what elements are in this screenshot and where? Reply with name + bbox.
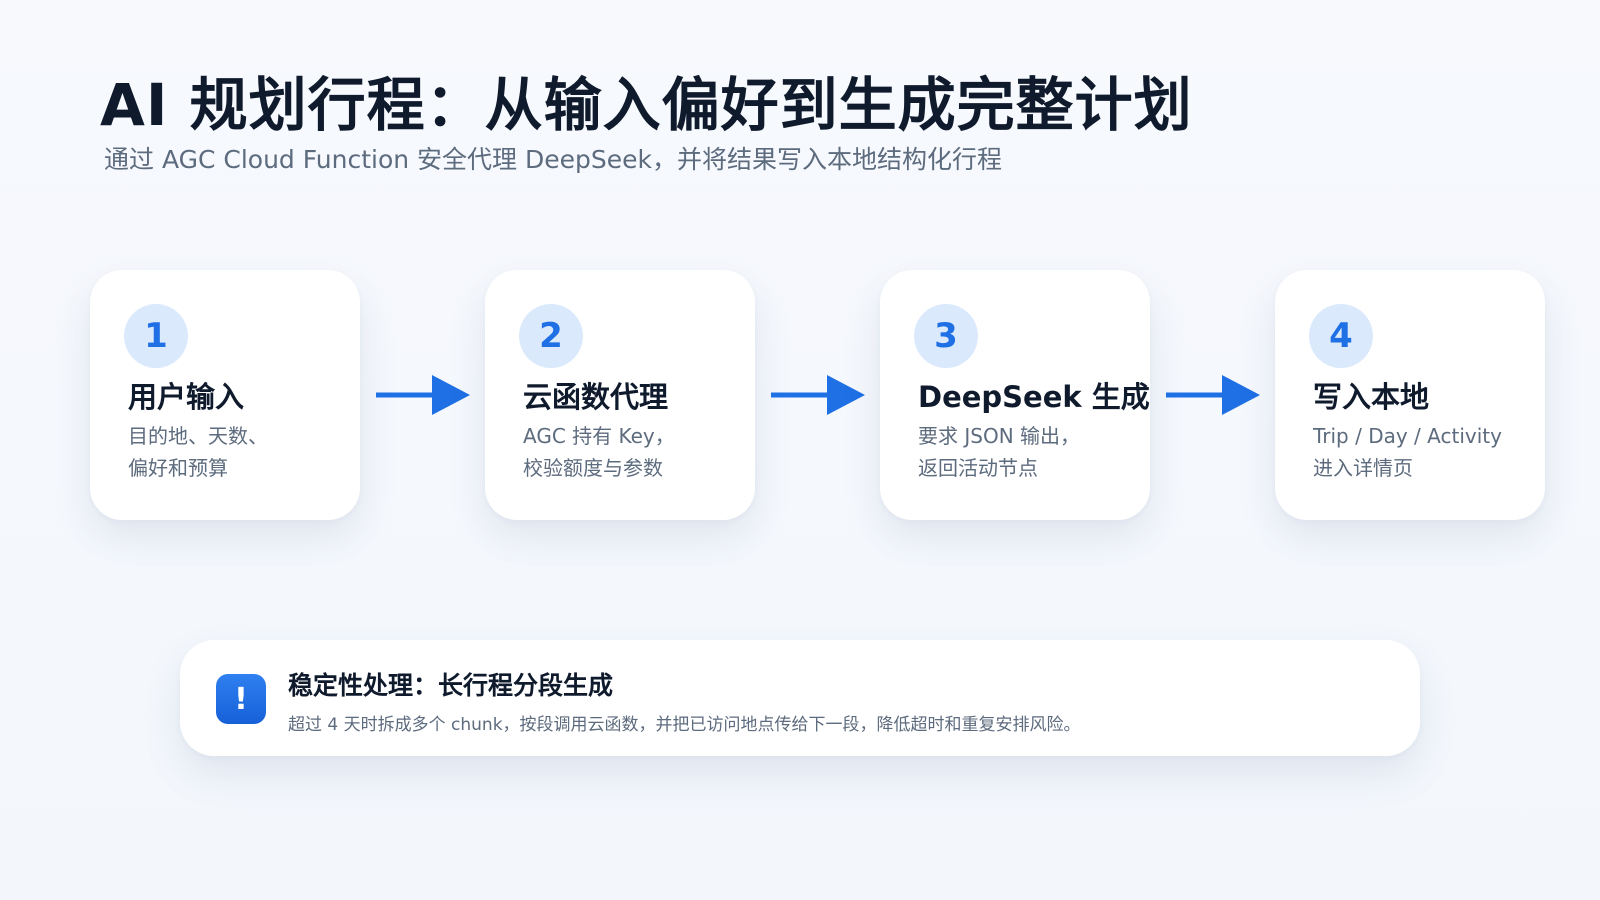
step-number-badge: 1 <box>124 304 188 368</box>
step-description-line: 返回活动节点 <box>918 456 1038 480</box>
page-subtitle: 通过 AGC Cloud Function 安全代理 DeepSeek，并将结果… <box>104 145 1002 174</box>
step-description: 要求 JSON 输出， 返回活动节点 <box>918 420 1143 484</box>
step-title: 云函数代理 <box>523 380 669 414</box>
arrow-right-icon <box>376 375 470 415</box>
page-title: AI 规划行程：从输入偏好到生成完整计划 <box>100 71 1193 139</box>
step-title: DeepSeek 生成 <box>918 380 1150 414</box>
note-title: 稳定性处理：长行程分段生成 <box>288 671 614 700</box>
step-description-line: 校验额度与参数 <box>523 456 663 480</box>
step-description-line: 进入详情页 <box>1313 456 1413 480</box>
step-description: AGC 持有 Key， 校验额度与参数 <box>523 420 748 484</box>
step-description-line: 要求 JSON 输出， <box>918 424 1081 448</box>
step-description: Trip / Day / Activity 进入详情页 <box>1313 420 1538 484</box>
step-card-1: 1 用户输入 目的地、天数、 偏好和预算 <box>90 270 360 520</box>
step-number-badge: 4 <box>1309 304 1373 368</box>
step-number-badge: 3 <box>914 304 978 368</box>
step-description-line: 偏好和预算 <box>128 456 228 480</box>
note-description: 超过 4 天时拆成多个 chunk，按段调用云函数，并把已访问地点传给下一段，降… <box>288 715 1081 735</box>
stability-note: ! 稳定性处理：长行程分段生成 超过 4 天时拆成多个 chunk，按段调用云函… <box>180 640 1420 756</box>
arrow-right-icon <box>771 375 865 415</box>
arrow-right-icon <box>1166 375 1260 415</box>
step-description-line: Trip / Day / Activity <box>1313 424 1502 448</box>
step-card-4: 4 写入本地 Trip / Day / Activity 进入详情页 <box>1275 270 1545 520</box>
step-card-2: 2 云函数代理 AGC 持有 Key， 校验额度与参数 <box>485 270 755 520</box>
step-description: 目的地、天数、 偏好和预算 <box>128 420 353 484</box>
step-card-3: 3 DeepSeek 生成 要求 JSON 输出， 返回活动节点 <box>880 270 1150 520</box>
step-title: 用户输入 <box>128 380 245 414</box>
step-number-badge: 2 <box>519 304 583 368</box>
step-description-line: 目的地、天数、 <box>128 424 268 448</box>
step-title: 写入本地 <box>1313 380 1430 414</box>
exclamation-icon: ! <box>216 674 266 724</box>
step-description-line: AGC 持有 Key， <box>523 424 675 448</box>
